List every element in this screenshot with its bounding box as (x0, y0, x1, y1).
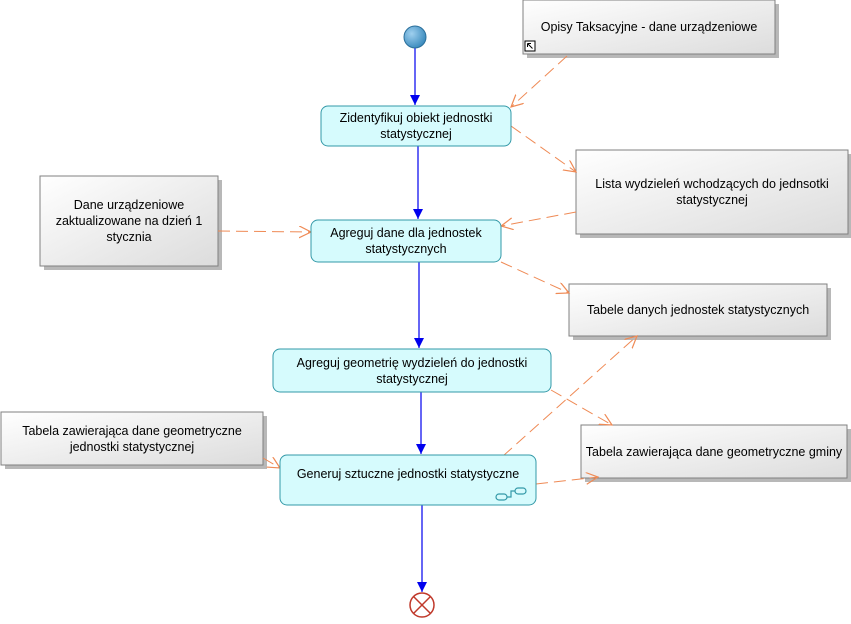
object-node-commune-geometry-table[interactable] (580, 424, 848, 479)
object-forest-data-label: Dane urządzeniowe zaktualizowane na dzie… (55, 198, 203, 244)
final-node-icon (409, 592, 435, 618)
object-taxation-label: Opisy Taksacyjne - dane urządzeniowe (540, 20, 758, 34)
object-flows (217, 55, 637, 484)
activity-generate[interactable] (279, 454, 537, 506)
activity-identify[interactable] (320, 105, 512, 147)
flow-generate-to-tables (502, 336, 637, 457)
object-node-forest-data[interactable] (39, 175, 219, 267)
object-unit-tables-label: Tabele danych jednostek statystycznych (586, 303, 810, 317)
flow-generate-to-commune-table (535, 477, 598, 484)
object-commune-geometry-table-label: Tabela zawierająca dane geometryczne gmi… (585, 444, 843, 459)
shortcut-arrow-icon (524, 40, 536, 52)
object-node-taxation[interactable] (522, 0, 776, 55)
object-nodes (0, 0, 851, 482)
flow-identify-to-list (510, 125, 576, 172)
activity-aggregate-data[interactable] (310, 219, 502, 263)
flow-unit-geometry-to-generate (262, 458, 280, 468)
subactivity-rake-icon (495, 487, 527, 501)
object-subdivisions-list-label: Lista wydzieleń wchodzących do jednsotki… (595, 177, 829, 207)
activity-aggregate-data-label: Agreguj dane dla jednostek statystycznyc… (330, 226, 482, 256)
activity-aggregate-geometry-label: Agreguj geometrię wydzieleń do jednostki… (296, 355, 528, 386)
activity-identify-label: Zidentyfikuj obiekt jednostki statystycz… (339, 111, 493, 141)
object-node-unit-geometry-table[interactable] (0, 411, 264, 466)
activity-generate-label: Generuj sztuczne jednostki statystyczne (296, 467, 520, 481)
activity-nodes (272, 105, 552, 506)
object-node-unit-tables[interactable] (568, 283, 828, 337)
flow-aggregate-data-to-tables (500, 261, 569, 293)
flow-forest-data-to-aggregate-data (217, 231, 311, 232)
initial-node-icon (403, 25, 427, 49)
object-node-subdivisions-list[interactable] (575, 149, 849, 235)
flow-list-to-aggregate-data (501, 211, 577, 226)
control-flows (410, 48, 427, 592)
object-unit-geometry-table-label: Tabela zawierająca dane geometryczne jed… (22, 423, 242, 454)
flow-taxation-to-identify (511, 55, 568, 107)
activity-aggregate-geometry[interactable] (272, 348, 552, 393)
flow-geometry-to-commune-table (550, 389, 612, 425)
